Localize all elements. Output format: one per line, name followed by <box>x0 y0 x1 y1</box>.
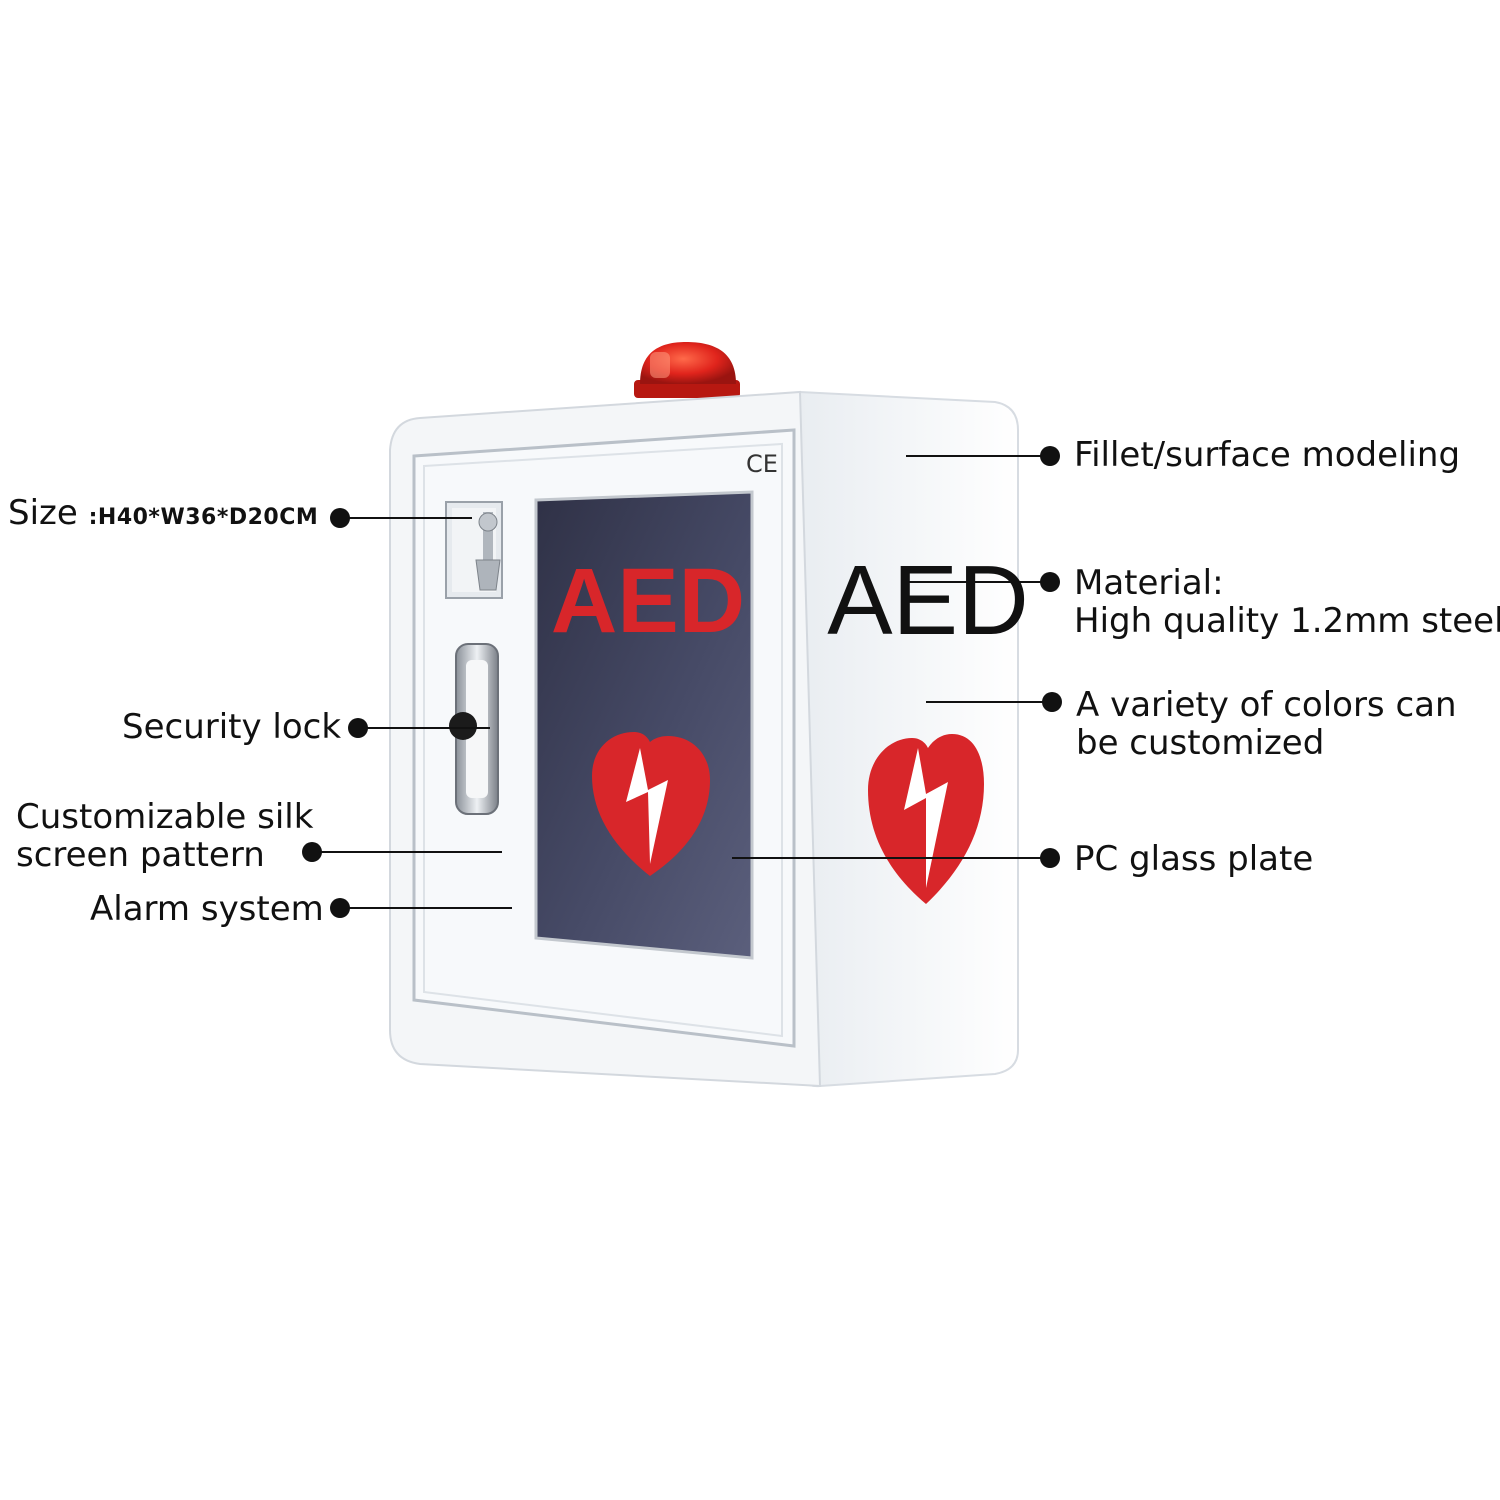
material-callout: Material: High quality 1.2mm steel <box>1074 564 1500 640</box>
material-line2: High quality 1.2mm steel <box>1074 601 1500 641</box>
silk-screen-callout: Customizable silk screen pattern <box>16 798 313 874</box>
front-aed-text: AED <box>551 550 745 652</box>
heart-lightning-icon <box>592 732 710 876</box>
pc-glass-panel <box>534 490 754 960</box>
security-lock-callout: Security lock <box>122 707 342 747</box>
leader-dots-left <box>302 508 368 918</box>
silk-screen-line1: Customizable silk <box>16 797 314 837</box>
size-callout: Size :H40*W36*D20CM <box>8 494 318 537</box>
ce-mark-text: CE <box>746 450 778 478</box>
material-line1: Material: <box>1074 563 1224 603</box>
colors-callout: A variety of colors can be customized <box>1076 686 1457 762</box>
fillet-callout: Fillet/surface modeling <box>1074 435 1461 475</box>
leader-dots-right <box>1040 446 1062 868</box>
side-aed-text: AED <box>827 545 1029 655</box>
alarm-callout: Alarm system <box>90 889 324 929</box>
size-label: Size <box>8 493 78 533</box>
pc-glass-callout: PC glass plate <box>1074 839 1314 879</box>
silk-screen-line2: screen pattern <box>16 835 265 875</box>
beacon-light-icon <box>634 342 740 398</box>
size-value: :H40*W36*D20CM <box>88 505 319 530</box>
colors-line2: be customized <box>1076 723 1325 763</box>
key-icon <box>445 501 503 599</box>
leader-lines-left <box>312 517 512 909</box>
heart-lightning-icon <box>868 734 984 904</box>
leader-lines-right <box>732 455 1052 859</box>
ce-mark-icon: CE <box>746 450 778 478</box>
colors-line1: A variety of colors can <box>1076 685 1457 725</box>
